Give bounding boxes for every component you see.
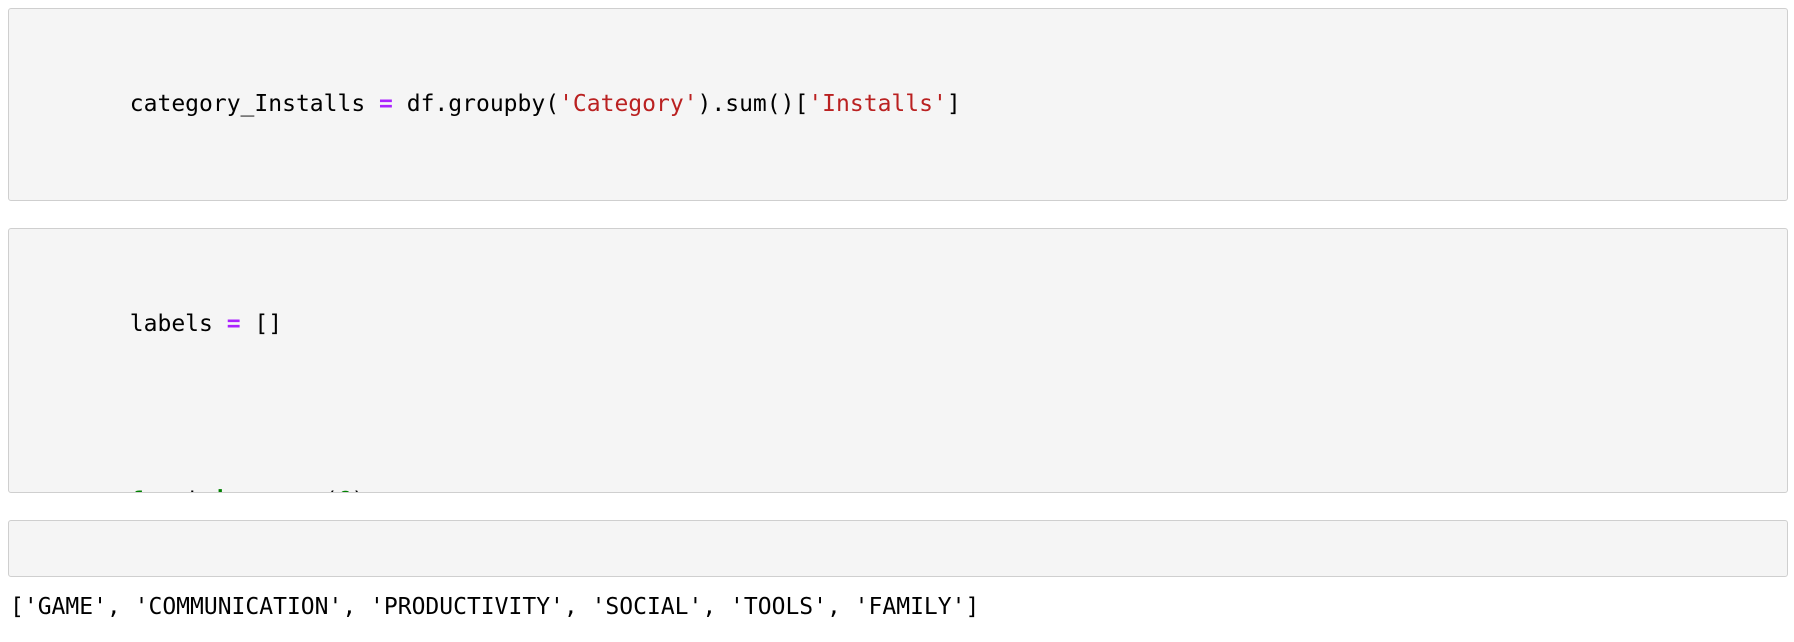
- code-token: ]: [946, 91, 961, 117]
- code-token: df.groupby(: [392, 91, 560, 117]
- code-token-keyword: for: [130, 488, 172, 492]
- code-token-keyword: in: [213, 488, 241, 492]
- code-token: labels: [129, 311, 227, 337]
- code-token: (: [324, 488, 338, 492]
- code-token-number: 6: [338, 488, 352, 492]
- code-token: i: [171, 488, 213, 492]
- code-token: ) :: [351, 488, 393, 492]
- code-token: ).sum()[: [697, 91, 809, 117]
- cell-output-area: ['GAME', 'COMMUNICATION', 'PRODUCTIVITY'…: [8, 585, 1788, 635]
- code-cell-3[interactable]: labels: [8, 520, 1788, 577]
- code-token-string: 'Installs': [808, 91, 947, 117]
- code-token: [241, 488, 255, 492]
- code-token: category_Installs: [129, 91, 380, 117]
- code-line: labels = []: [19, 236, 1777, 413]
- code-cell-2[interactable]: labels = [] for i in range(6) : cate = c…: [8, 228, 1788, 493]
- code-line: category_Installs = dict(category_Instal…: [19, 193, 1777, 200]
- output-text: ['GAME', 'COMMUNICATION', 'PRODUCTIVITY'…: [10, 594, 980, 620]
- code-cell-2-editor[interactable]: labels = [] for i in range(6) : cate = c…: [9, 229, 1787, 492]
- code-line: category_Installs = df.groupby('Category…: [19, 16, 1777, 193]
- code-token-string: 'Category': [559, 91, 698, 117]
- code-line: labels: [19, 521, 1777, 576]
- code-line: for i in range(6) :: [19, 413, 1777, 492]
- code-cell-1-editor[interactable]: category_Installs = df.groupby('Category…: [9, 9, 1787, 200]
- code-token-operator: =: [379, 91, 393, 117]
- code-token: []: [240, 311, 283, 337]
- code-cell-1[interactable]: category_Installs = df.groupby('Category…: [8, 8, 1788, 201]
- code-cell-3-editor[interactable]: labels: [9, 521, 1787, 576]
- code-token-operator: =: [226, 311, 241, 337]
- code-token-builtin: range: [254, 488, 323, 492]
